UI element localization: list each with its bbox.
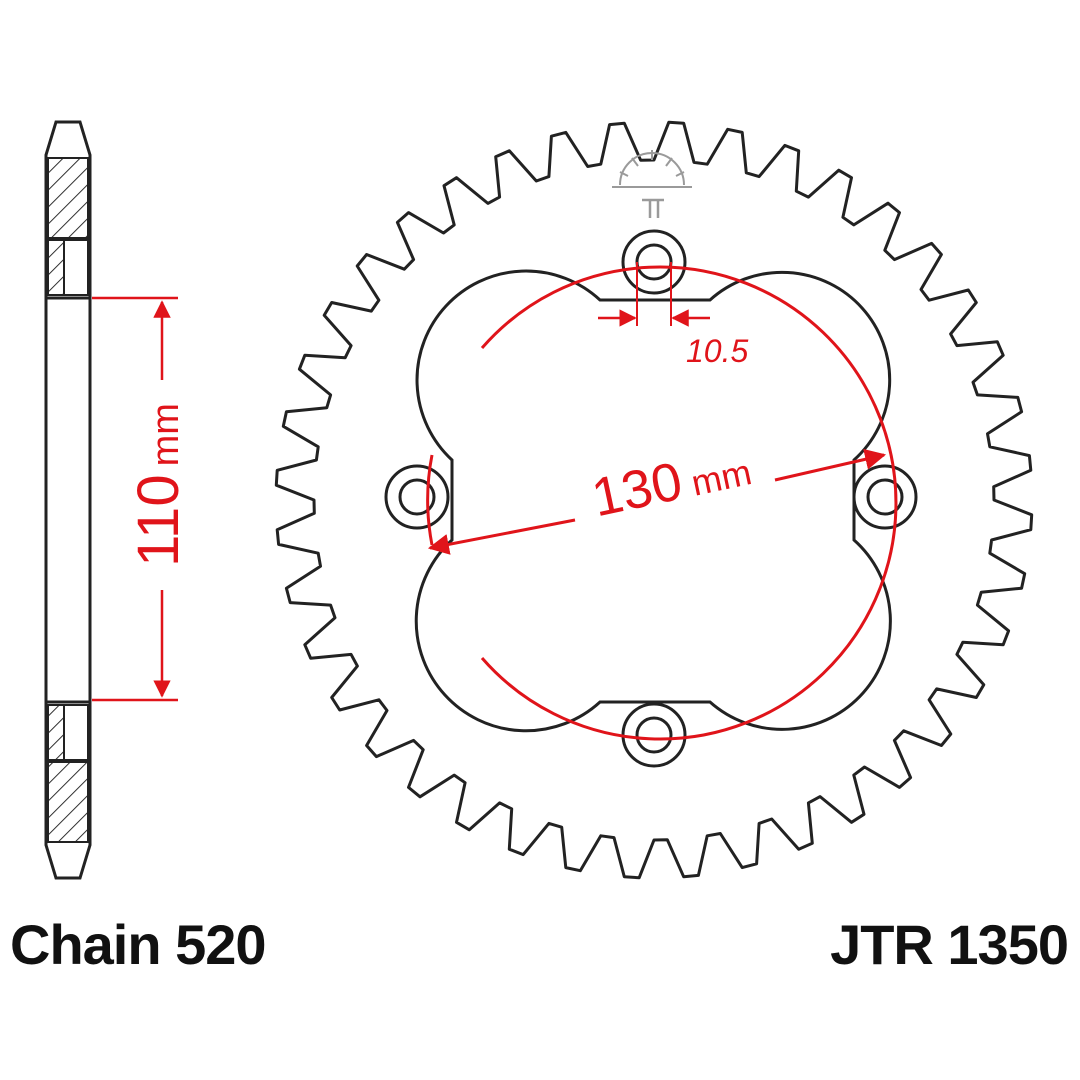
chain-size-caption: Chain 520 — [10, 913, 267, 976]
side-profile-view — [44, 120, 92, 880]
bolt-hole-right — [852, 464, 918, 530]
side-top-hatch-small — [47, 239, 65, 296]
hub-height-label: 110mm — [126, 403, 191, 567]
sprocket-center-cutout — [414, 269, 892, 733]
pcd-dimension: 130mm — [426, 265, 898, 741]
part-number-caption: JTR 1350 — [830, 913, 1069, 976]
pcd-circle-arc — [480, 265, 898, 741]
brand-logo-icon — [612, 150, 692, 218]
side-top-hatch — [47, 157, 89, 239]
bolt-hole-left — [384, 464, 450, 530]
side-top-hub — [63, 239, 89, 296]
pcd-label: 130mm — [587, 436, 756, 528]
sprocket-teeth-outline — [274, 120, 1034, 880]
sprocket-front-view — [274, 120, 1034, 880]
hub-height-dimension: 110mm — [92, 296, 191, 702]
bolt-hole-label: 10.5 — [686, 333, 748, 369]
side-bottom-hatch — [47, 761, 89, 843]
side-bottom-hatch-small — [47, 704, 65, 761]
bolt-hole-top — [621, 229, 687, 295]
bolt-hole-bottom — [621, 702, 687, 768]
side-bottom-hub — [63, 704, 89, 761]
side-profile-outline — [44, 120, 92, 880]
bolt-hole-dimension: 10.5 — [598, 262, 748, 369]
